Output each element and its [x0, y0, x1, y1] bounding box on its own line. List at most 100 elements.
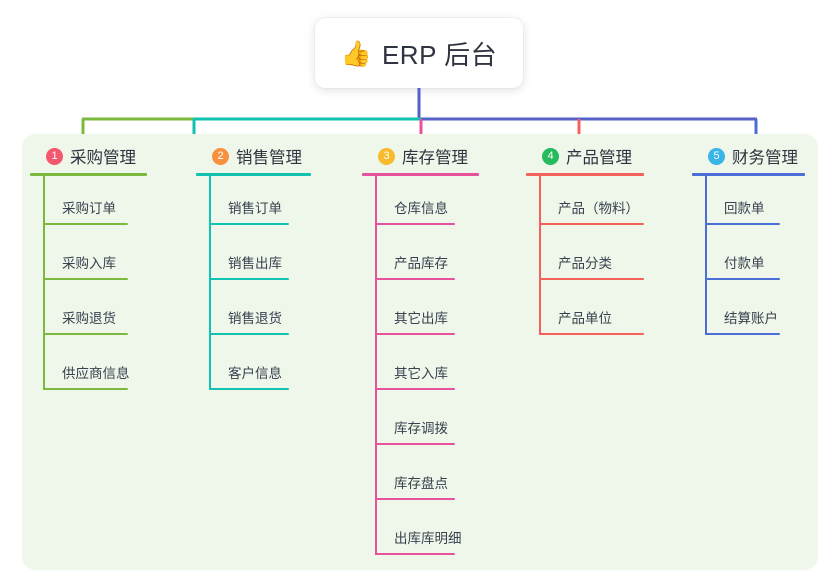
branch-header-rule [692, 173, 805, 176]
branch-item-label: 其它入库 [394, 366, 448, 381]
branch-item-rule [705, 278, 780, 280]
branch-item[interactable]: 库存盘点 [362, 451, 502, 506]
branch-header-5[interactable]: 5 财务管理 [692, 144, 817, 168]
branch-item[interactable]: 采购订单 [30, 176, 170, 231]
branch-item[interactable]: 仓库信息 [362, 176, 502, 231]
root-node-title: ERP 后台 [381, 39, 498, 70]
branch-item-label: 产品单位 [558, 311, 612, 326]
branch-item-rule [705, 223, 780, 225]
branch-header-4[interactable]: 4 产品管理 [526, 144, 656, 168]
branch-number-badge: 3 [378, 147, 395, 165]
branch-item-rule [375, 388, 455, 390]
branch-item-rule [209, 223, 289, 225]
branch-item-rule [375, 443, 455, 445]
branch-number-badge: 2 [212, 147, 229, 165]
branch-title: 财务管理 [732, 149, 798, 167]
branch-item-label: 库存盘点 [394, 476, 448, 491]
branch-item-label: 其它出库 [394, 311, 448, 326]
branch-header-1[interactable]: 1 采购管理 [30, 144, 170, 168]
branch-item[interactable]: 其它入库 [362, 341, 502, 396]
branch-item-rule [43, 278, 128, 280]
branch-item[interactable]: 其它出库 [362, 286, 502, 341]
branch-item-rule [209, 388, 289, 390]
branch-trunk-line [705, 176, 707, 335]
branch-item-rule [43, 388, 128, 390]
branch-items: 产品（物料） 产品分类产品单位 [526, 176, 656, 341]
branch-item-label: 付款单 [724, 256, 765, 271]
branch-column-4: 4 产品管理产品（物料） 产品分类产品单位 [526, 144, 656, 341]
branch-item-rule [43, 333, 128, 335]
branch-item-label: 采购退货 [62, 311, 116, 326]
branch-item-rule [375, 553, 455, 555]
branch-item[interactable]: 回款单 [692, 176, 817, 231]
branch-title: 销售管理 [236, 149, 302, 167]
branch-item-rule [539, 278, 644, 280]
branch-item-rule [375, 333, 455, 335]
branch-item-label: 产品（物料） [558, 201, 639, 216]
branch-header-2[interactable]: 2 销售管理 [196, 144, 331, 168]
branch-column-1: 1 采购管理采购订单采购入库采购退货供应商信息 [30, 144, 170, 396]
branch-item-rule [209, 278, 289, 280]
branch-item-rule [375, 278, 455, 280]
branch-item[interactable]: 产品单位 [526, 286, 656, 341]
branch-header-rule [362, 173, 479, 176]
branch-title: 采购管理 [70, 149, 136, 167]
branch-item-label: 客户信息 [228, 366, 282, 381]
branch-item[interactable]: 产品库存 [362, 231, 502, 286]
branch-item-rule [209, 333, 289, 335]
branch-item-label: 采购订单 [62, 201, 116, 216]
branch-number-badge: 4 [542, 147, 559, 165]
branch-item[interactable]: 销售退货 [196, 286, 331, 341]
branch-item[interactable]: 产品（物料） [526, 176, 656, 231]
thumbs-up-emoji: 👍 [340, 38, 372, 68]
branch-item-label: 产品库存 [394, 256, 448, 271]
root-node-card[interactable]: 👍 ERP 后台 [315, 18, 523, 88]
branch-item[interactable]: 采购退货 [30, 286, 170, 341]
branch-title: 库存管理 [402, 149, 468, 167]
branch-item[interactable]: 付款单 [692, 231, 817, 286]
branch-item[interactable]: 供应商信息 [30, 341, 170, 396]
branch-item-label: 仓库信息 [394, 201, 448, 216]
branch-item-label: 回款单 [724, 201, 765, 216]
branch-item-rule [539, 223, 644, 225]
branch-trunk-line [209, 176, 211, 390]
branch-title: 产品管理 [566, 149, 632, 167]
branch-items: 采购订单采购入库采购退货供应商信息 [30, 176, 170, 396]
branch-item-label: 库存调拨 [394, 421, 448, 436]
branch-trunk-line [375, 176, 377, 555]
branch-item[interactable]: 结算账户 [692, 286, 817, 341]
branch-item[interactable]: 销售订单 [196, 176, 331, 231]
branch-number-badge: 1 [46, 147, 63, 165]
branch-item-rule [375, 498, 455, 500]
branch-item[interactable]: 出库库明细 [362, 506, 502, 561]
branch-item-label: 销售退货 [228, 311, 282, 326]
branch-item-label: 销售出库 [228, 256, 282, 271]
branch-item[interactable]: 库存调拨 [362, 396, 502, 451]
branch-column-5: 5 财务管理回款单付款单结算账户 [692, 144, 817, 341]
branch-trunk-line [539, 176, 541, 335]
branch-column-3: 3 库存管理仓库信息产品库存其它出库其它入库库存调拨库存盘点出库库明细 [362, 144, 502, 561]
branch-item-label: 结算账户 [724, 311, 778, 326]
branch-item-label: 产品分类 [558, 256, 612, 271]
branch-item[interactable]: 采购入库 [30, 231, 170, 286]
branch-items: 仓库信息产品库存其它出库其它入库库存调拨库存盘点出库库明细 [362, 176, 502, 561]
branch-item[interactable]: 客户信息 [196, 341, 331, 396]
branch-item-label: 销售订单 [228, 201, 282, 216]
branch-header-rule [196, 173, 311, 176]
branch-item-label: 出库库明细 [394, 531, 462, 546]
branch-items: 回款单付款单结算账户 [692, 176, 817, 341]
branch-item-rule [43, 223, 128, 225]
branch-items: 销售订单销售出库销售退货客户信息 [196, 176, 331, 396]
branch-item[interactable]: 产品分类 [526, 231, 656, 286]
branches-panel [22, 134, 818, 570]
branch-header-rule [30, 173, 147, 176]
branch-header-rule [526, 173, 644, 176]
branch-item[interactable]: 销售出库 [196, 231, 331, 286]
branch-number-badge: 5 [708, 147, 725, 165]
branch-column-2: 2 销售管理销售订单销售出库销售退货客户信息 [196, 144, 331, 396]
branch-item-rule [705, 333, 780, 335]
branch-item-rule [375, 223, 455, 225]
branch-header-3[interactable]: 3 库存管理 [362, 144, 502, 168]
branch-item-label: 采购入库 [62, 256, 116, 271]
